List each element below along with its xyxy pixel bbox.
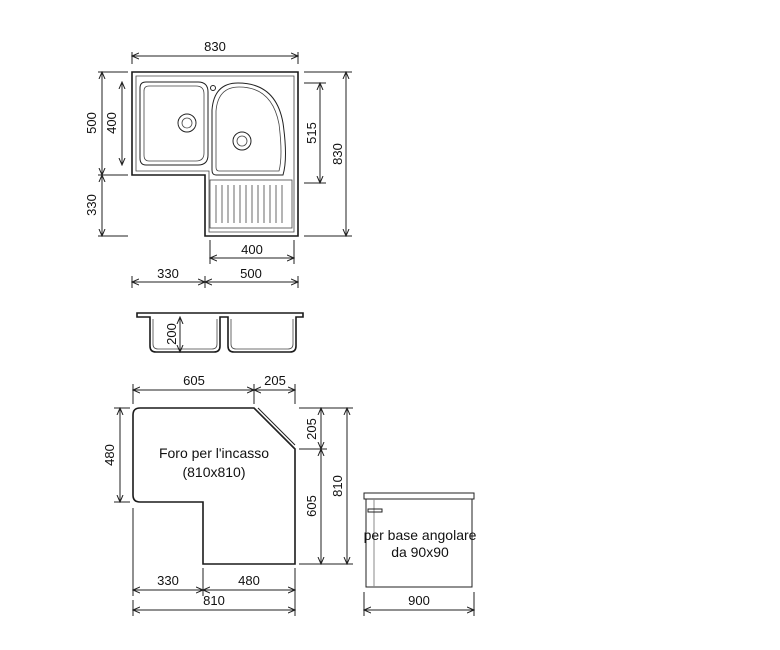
right-drain <box>232 131 252 151</box>
dim-right-height: 515 <box>304 122 319 144</box>
cutout-outline <box>132 407 296 565</box>
cutout-label-line1: Foro per l'incasso <box>159 445 269 461</box>
drainboard <box>209 179 293 229</box>
dim-left-height: 480 <box>102 444 117 466</box>
left-bowl <box>139 81 209 166</box>
tap-hole <box>210 85 216 91</box>
dim-bowl-depth: 200 <box>164 323 179 345</box>
left-drain <box>177 113 197 133</box>
dim-right-lower-height: 605 <box>304 495 319 517</box>
dim-bottom-left-offset: 330 <box>157 266 179 281</box>
dim-cabinet-width: 900 <box>408 593 430 608</box>
dim-bowl-left-depth: 400 <box>104 112 119 134</box>
cabinet-view: per base angolare da 90x90 900 <box>363 492 477 616</box>
dim-right-chamfer-height: 205 <box>304 418 319 440</box>
dim-left-block-depth: 500 <box>84 112 99 134</box>
dim-height-total-cutout: 810 <box>330 475 345 497</box>
dim-height-total: 830 <box>330 143 345 165</box>
dim-drainboard-depth: 330 <box>84 194 99 216</box>
cabinet-body <box>365 498 473 588</box>
dim-drainboard-width: 400 <box>241 242 263 257</box>
dim-bottom-right-width-cutout: 480 <box>238 573 260 588</box>
sink-section-view: 200 <box>136 312 304 352</box>
sink-outline <box>131 71 299 237</box>
sink-top-view: 830 500 400 330 515 830 400 330 500 <box>84 39 352 288</box>
drainboard-ribs <box>215 185 283 223</box>
right-bowl <box>211 82 286 176</box>
dim-bottom-left-offset-cutout: 330 <box>157 573 179 588</box>
dim-bottom-right-width: 500 <box>240 266 262 281</box>
cabinet-label-line2: da 90x90 <box>391 544 449 560</box>
dim-top-left-width: 605 <box>183 373 205 388</box>
dim-top-right-chamfer: 205 <box>264 373 286 388</box>
dim-width-total: 830 <box>204 39 226 54</box>
dim-width-total-cutout: 810 <box>203 593 225 608</box>
cabinet-label-line1: per base angolare <box>364 527 477 543</box>
cabinet-handle <box>367 508 383 513</box>
cutout-view: Foro per l'incasso (810x810) 605 205 480… <box>102 373 353 616</box>
cutout-label-line2: (810x810) <box>182 464 245 480</box>
cabinet-worktop <box>363 492 475 500</box>
